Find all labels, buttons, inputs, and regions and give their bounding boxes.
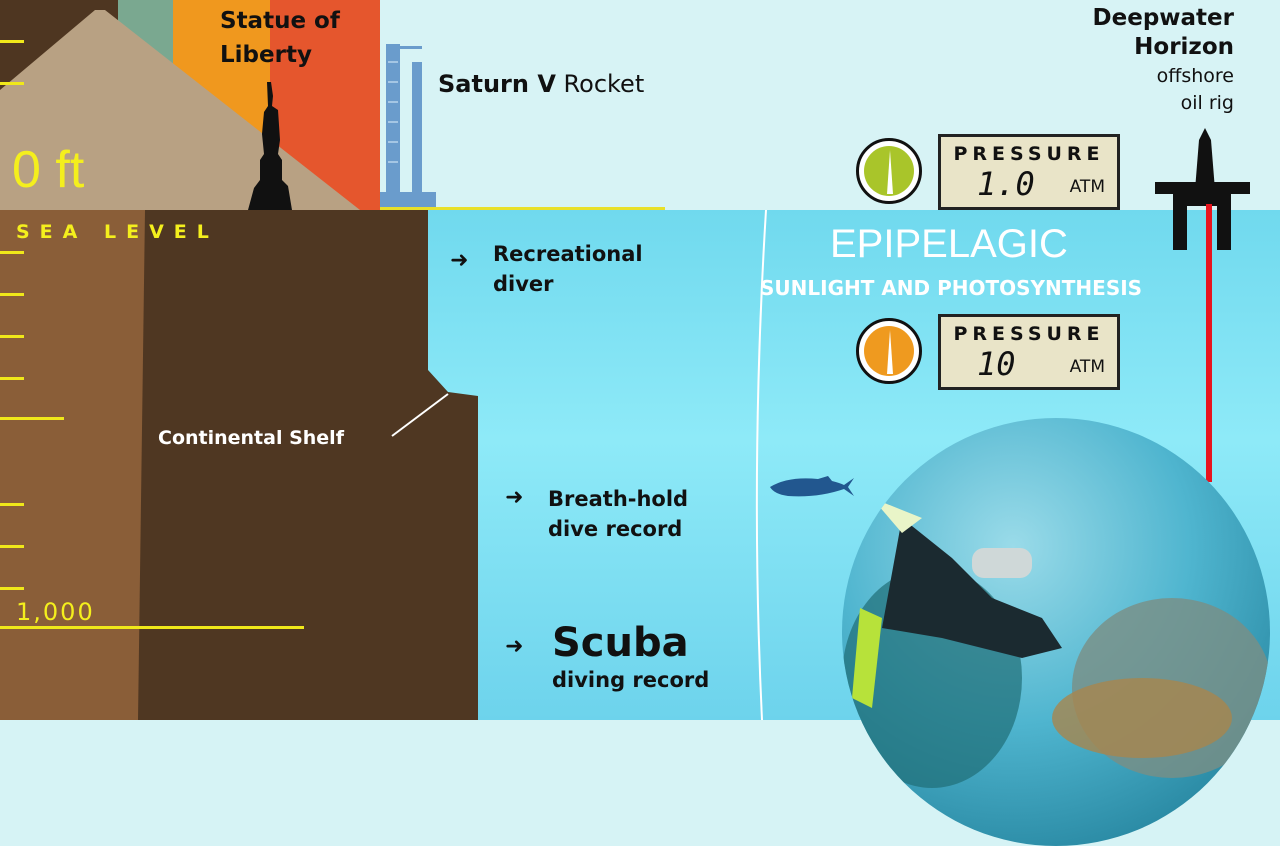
zone-divider-line xyxy=(755,210,767,720)
diver-icon: ➜ xyxy=(505,634,524,659)
depth-tick xyxy=(0,40,24,43)
cliff-cross-section xyxy=(0,210,478,720)
pressure-gauge-dial xyxy=(856,318,922,384)
breath-hold-label: Breath-hold dive record xyxy=(548,487,689,541)
oil-pipe-line xyxy=(1206,204,1212,482)
zero-ft-label: 0 ft xyxy=(12,141,85,199)
statue-of-liberty-icon xyxy=(248,82,292,210)
statue-label: Statue of Liberty xyxy=(220,8,340,68)
depth-tick xyxy=(0,251,24,254)
saturn-v-rocket-icon xyxy=(380,44,436,210)
fish-icon xyxy=(770,476,854,497)
depth-tick xyxy=(0,377,24,380)
sea-level-label: SEA LEVEL xyxy=(16,221,219,243)
continental-shelf-pointer xyxy=(391,393,449,437)
recreational-diver-label: Recreational diver xyxy=(493,242,643,296)
depth-tick xyxy=(0,587,24,590)
depth-tick xyxy=(0,545,24,548)
scuba-diver-photo xyxy=(842,418,1270,846)
continental-shelf-label: Continental Shelf xyxy=(158,427,344,449)
pressure-readout: PRESSURE 1.0 ATM xyxy=(938,134,1120,210)
rocket-label: Saturn V Rocket xyxy=(438,70,645,98)
zone-title: EPIPELAGIC xyxy=(830,222,1068,266)
pressure-readout: PRESSURE 10 ATM xyxy=(938,314,1120,390)
depth-tick xyxy=(0,293,24,296)
depth-tick xyxy=(0,335,24,338)
pressure-gauge-dial xyxy=(856,138,922,204)
diver-icon: ➜ xyxy=(450,248,469,273)
diver-photo-illustration xyxy=(842,498,1270,788)
sea-surface-line xyxy=(380,207,665,210)
depth-tick xyxy=(0,82,24,85)
depth-tick-major xyxy=(0,417,64,420)
depth-1000-label: 1,000 xyxy=(16,598,95,626)
rig-label: Deepwater Horizon offshore oil rig xyxy=(1092,5,1234,114)
diver-icon: ➜ xyxy=(505,485,524,510)
oil-rig-icon xyxy=(1155,128,1250,250)
zone-subtitle: SUNLIGHT AND PHOTOSYNTHESIS xyxy=(760,276,1143,300)
depth-tick xyxy=(0,503,24,506)
depth-marker-1000-line xyxy=(0,626,304,629)
scuba-record-label: Scuba diving record xyxy=(552,620,710,692)
